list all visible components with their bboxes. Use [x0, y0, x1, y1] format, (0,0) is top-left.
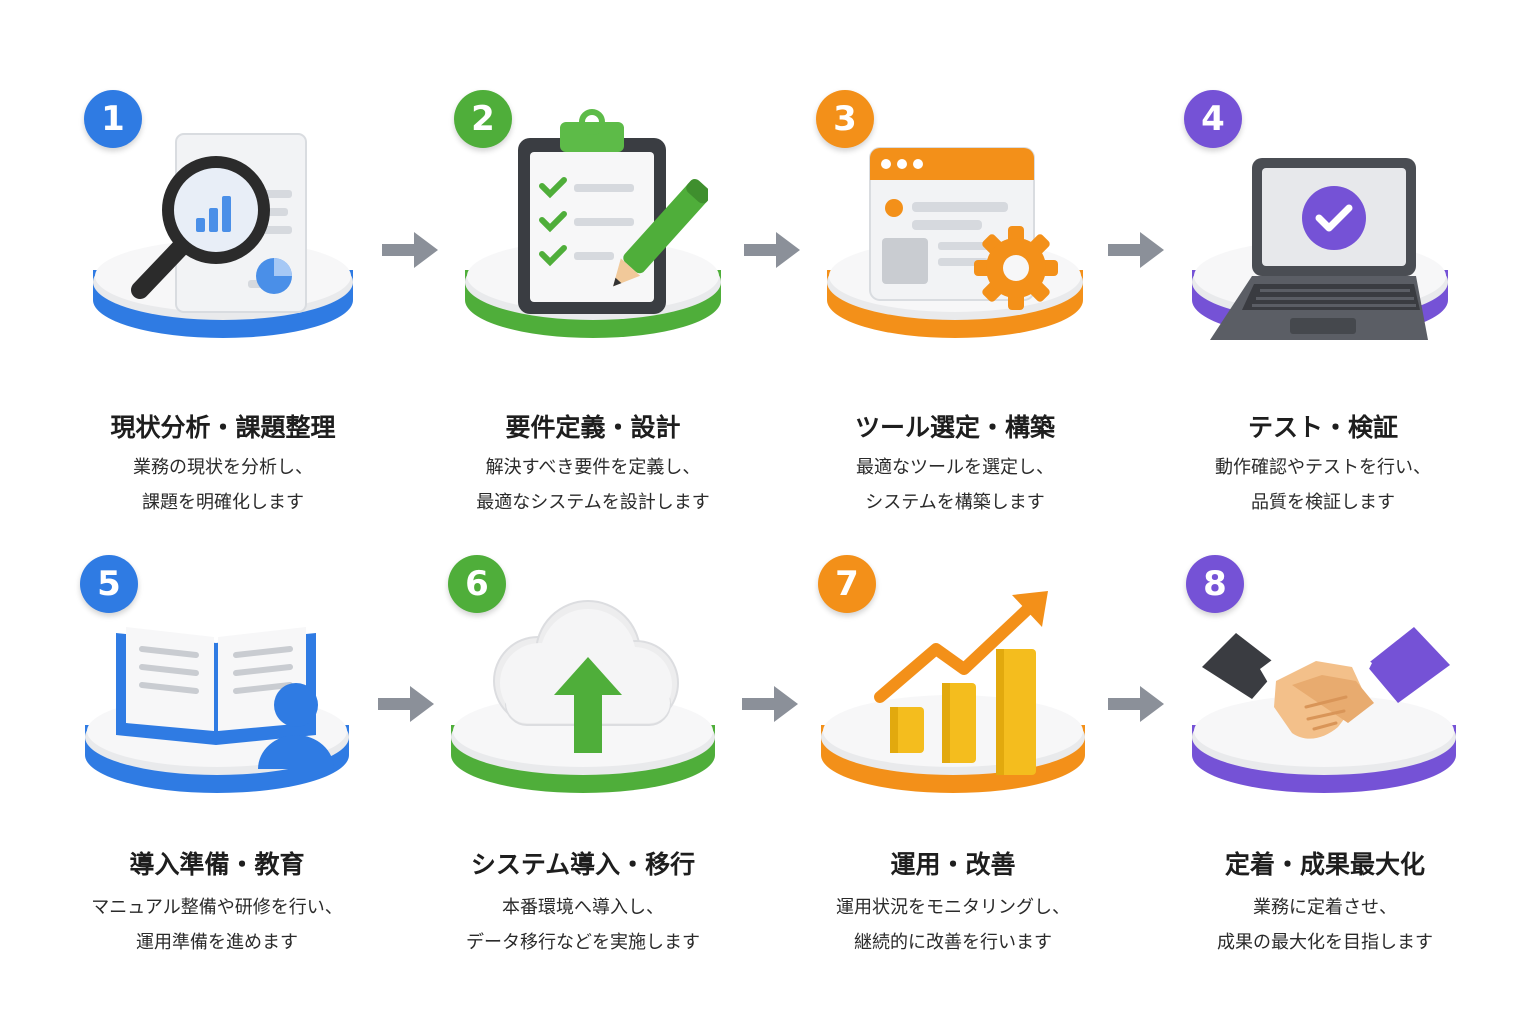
step-description-line: 継続的に改善を行います: [854, 932, 1052, 953]
step-number-badge: 3: [816, 90, 874, 148]
step-7: 7 運用・改善 運用状況をモニタリングし、 継続的に改善を行います: [818, 555, 1148, 1005]
step-4: 4 テスト・検証 動作確認やテストを行い、 品質を検証します: [1184, 90, 1518, 540]
step-description-line: 本番環境へ導入し、: [502, 897, 664, 918]
magnifier-report-icon: [131, 133, 307, 313]
handshake-icon: [1202, 627, 1450, 739]
arrow-right-icon: [1108, 232, 1164, 268]
step-title: システム導入・移行: [470, 850, 696, 879]
step-number-badge: 8: [1186, 555, 1244, 613]
pedestal: [1192, 695, 1456, 793]
step-description: 業務の現状を分析し、 課題を明確化します: [48, 450, 398, 520]
step-5: 5 導入準備・教育 マニュアル整備や研修を行い、 運用準備を進めます: [80, 555, 412, 1005]
step-description-line: 業務の現状を分析し、: [133, 457, 313, 478]
growth-chart-icon: [874, 591, 1048, 775]
step-title: 要件定義・設計: [505, 413, 681, 442]
arrow-right-icon: [382, 232, 438, 268]
arrow-right-icon: [378, 686, 434, 722]
step-3: 3 ツール選定・構築 最適なツールを選定し、 システ: [816, 90, 1150, 540]
step-description: 本番環境へ導入し、 データ移行などを実施します: [408, 890, 758, 960]
arrow-right-icon: [1108, 686, 1164, 722]
step-title: ツール選定・構築: [854, 413, 1055, 442]
step-description-line: 動作確認やテストを行い、: [1215, 457, 1431, 478]
step-6: 6 システム導入・移行 本番環境へ導入し、 データ移行などを実施します: [448, 555, 778, 1005]
step-description-line: 運用状況をモニタリングし、: [836, 897, 1070, 918]
step-1: 1 現状分析・課題整理 業務の現状を分析し、 課題を明確化します: [84, 90, 418, 540]
step-description-line: 最適なシステムを設計します: [476, 492, 710, 513]
step-title: 現状分析・課題整理: [110, 413, 336, 442]
step-description-line: 品質を検証します: [1251, 492, 1395, 513]
step-description-line: 最適なツールを選定し、: [856, 457, 1054, 478]
step-description: 最適なツールを選定し、 システムを構築します: [780, 450, 1130, 520]
book-person-icon: [116, 627, 334, 769]
cloud-upload-icon: [493, 600, 679, 753]
step-description-line: 業務に定着させ、: [1253, 897, 1397, 918]
step-title: 定着・成果最大化: [1224, 850, 1425, 879]
arrow-right-icon: [744, 232, 800, 268]
step-description-line: マニュアル整備や研修を行い、: [91, 897, 343, 918]
laptop-check-icon: [1210, 158, 1428, 340]
step-8: 8 定着・成果最大化 業務に定着させ、 成果の最大化を目指します: [1186, 555, 1520, 1005]
step-title: 運用・改善: [890, 850, 1016, 879]
step-description-line: 成果の最大化を目指します: [1217, 932, 1433, 953]
step-number-badge: 6: [448, 555, 506, 613]
step-title: 導入準備・教育: [129, 850, 305, 879]
step-number-badge: 7: [818, 555, 876, 613]
step-description: 動作確認やテストを行い、 品質を検証します: [1148, 450, 1498, 520]
step-description: 運用状況をモニタリングし、 継続的に改善を行います: [778, 890, 1128, 960]
step-description-line: 課題を明確化します: [142, 492, 304, 513]
step-2: 2 要件定義・設計 解決すべき要件を定義し、 最適なシステムを設計します: [454, 90, 788, 540]
step-number-badge: 1: [84, 90, 142, 148]
step-number-badge: 2: [454, 90, 512, 148]
step-number-badge: 4: [1184, 90, 1242, 148]
step-description-line: 運用準備を進めます: [136, 932, 298, 953]
browser-gear-icon: [869, 147, 1058, 310]
arrow-right-icon: [742, 686, 798, 722]
clipboard-checklist-icon: [518, 109, 708, 314]
step-number-badge: 5: [80, 555, 138, 613]
step-description-line: データ移行などを実施します: [466, 932, 700, 953]
step-description-line: 解決すべき要件を定義し、: [485, 457, 701, 478]
step-description: 業務に定着させ、 成果の最大化を目指します: [1150, 890, 1500, 960]
step-title: テスト・検証: [1247, 413, 1398, 442]
step-description: マニュアル整備や研修を行い、 運用準備を進めます: [42, 890, 392, 960]
step-description-line: システムを構築します: [865, 492, 1045, 513]
step-description: 解決すべき要件を定義し、 最適なシステムを設計します: [418, 450, 768, 520]
